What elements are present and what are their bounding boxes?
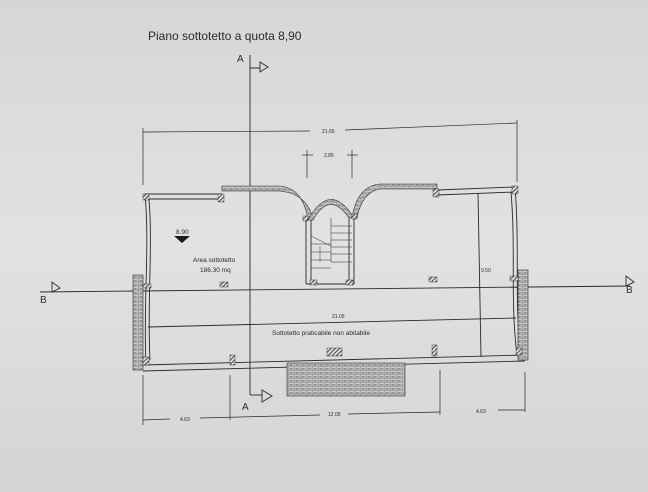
- dimension-inner-width: 21.05: [332, 314, 345, 320]
- section-b-left-label: B: [40, 295, 47, 306]
- dimension-depth-right: 9.50: [481, 268, 491, 274]
- dimension-bottom-center: 12.05: [328, 412, 341, 418]
- section-b-right-label: B: [626, 285, 633, 296]
- section-a-bottom-label: A: [242, 402, 249, 413]
- stair-arch: [307, 199, 355, 221]
- drawing-title: Piano sottotetto a quota 8,90: [148, 29, 302, 43]
- level-marker-icon: [174, 236, 190, 243]
- attic-label: Sottotetto praticabile non abitabile: [272, 330, 370, 337]
- dimension-bottom-left: 4.63: [180, 417, 190, 423]
- section-a-top-label: A: [237, 54, 244, 65]
- brick-pillar-right: [517, 269, 529, 361]
- structural-columns: [142, 185, 523, 366]
- dimension-stair-width: 2.85: [324, 153, 334, 159]
- level-marker-label: 8.90: [176, 229, 189, 236]
- area-label: Area sottotetto: [193, 257, 236, 264]
- brick-block-bottom: [286, 362, 406, 397]
- dimension-bottom-right: 4.63: [476, 409, 486, 415]
- dimension-overall-top: 21.65: [322, 129, 335, 135]
- area-value: 186.30 mq: [200, 267, 231, 274]
- staircase: [310, 218, 352, 269]
- dimension-lines: [142, 120, 526, 425]
- brick-pillar-left: [132, 274, 144, 371]
